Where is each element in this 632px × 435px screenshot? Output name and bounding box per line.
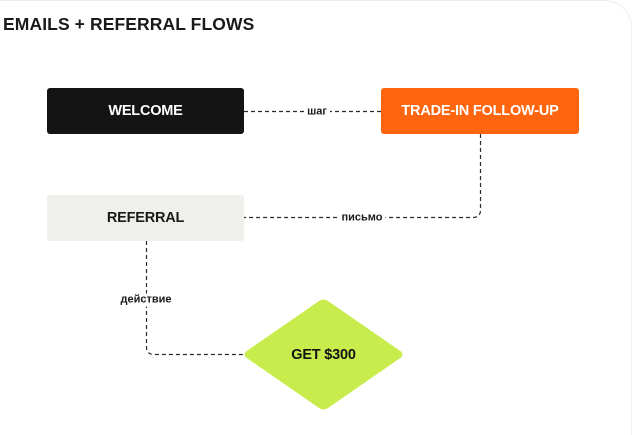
node-reward-diamond[interactable]	[244, 299, 403, 410]
edge-label-email: письмо	[338, 211, 386, 225]
edge-label-action: действие	[117, 293, 175, 307]
edge-label-step: шаг	[304, 105, 330, 119]
node-referral[interactable]: REFERRAL	[47, 195, 244, 241]
edge-tradein-to-referral	[244, 134, 482, 219]
node-welcome-label: WELCOME	[108, 103, 183, 119]
node-referral-label: REFERRAL	[106, 210, 185, 226]
diagram-title: EMAILS + REFERRAL FLOWS	[3, 14, 255, 34]
edge-referral-to-reward	[145, 241, 244, 356]
node-tradein-label: TRADE-IN FOLLOW-UP	[401, 103, 559, 119]
node-welcome[interactable]: WELCOME	[47, 88, 244, 134]
node-tradein-follow-up[interactable]: TRADE-IN FOLLOW-UP	[381, 88, 579, 134]
